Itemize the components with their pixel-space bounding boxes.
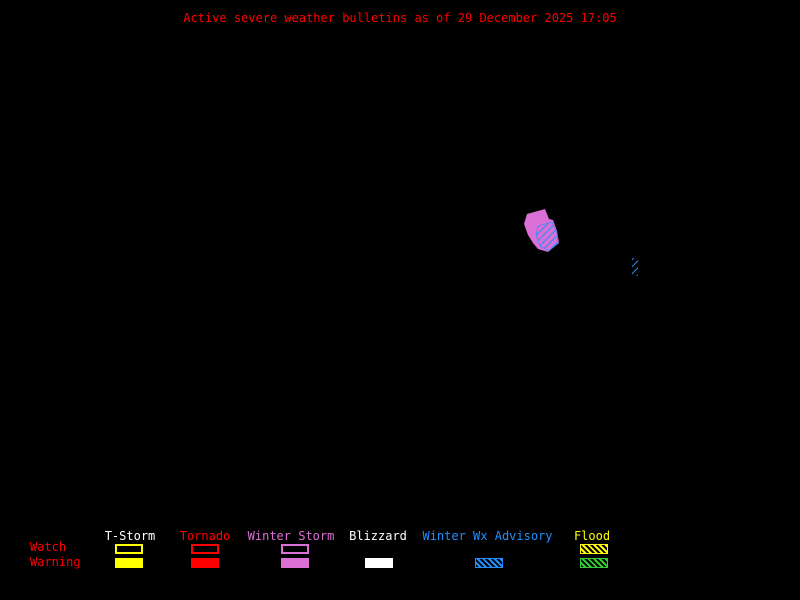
swatch-winter-storm-warning [281, 558, 309, 568]
page-title: Active severe weather bulletins as of 29… [183, 11, 617, 25]
legend-label-tstorm: T-Storm [104, 529, 156, 543]
legend-row-watch: Watch [30, 540, 67, 554]
winter-wx-advisory-spot [632, 258, 638, 276]
legend-row-warning: Warning [30, 555, 81, 569]
swatch-winter-wx-advisory-warning [475, 558, 503, 568]
swatch-flood-watch [580, 544, 608, 554]
swatch-tornado-watch [191, 544, 219, 554]
legend-label-blizzard: Blizzard [349, 529, 407, 543]
legend-label-flood: Flood [573, 529, 611, 543]
swatch-tstorm-warning [115, 558, 143, 568]
legend-label-winter-wx-advisory: Winter Wx Advisory [422, 529, 553, 543]
swatch-winter-storm-watch [281, 544, 309, 554]
swatch-tornado-warning [191, 558, 219, 568]
swatch-flood-warning [580, 558, 608, 568]
swatch-blizzard-warning [365, 558, 393, 568]
legend-label-tornado: Tornado [179, 529, 231, 543]
swatch-tstorm-watch [115, 544, 143, 554]
legend-label-winter-storm: Winter Storm [247, 529, 335, 543]
winter-wx-advisory-area [535, 221, 559, 252]
